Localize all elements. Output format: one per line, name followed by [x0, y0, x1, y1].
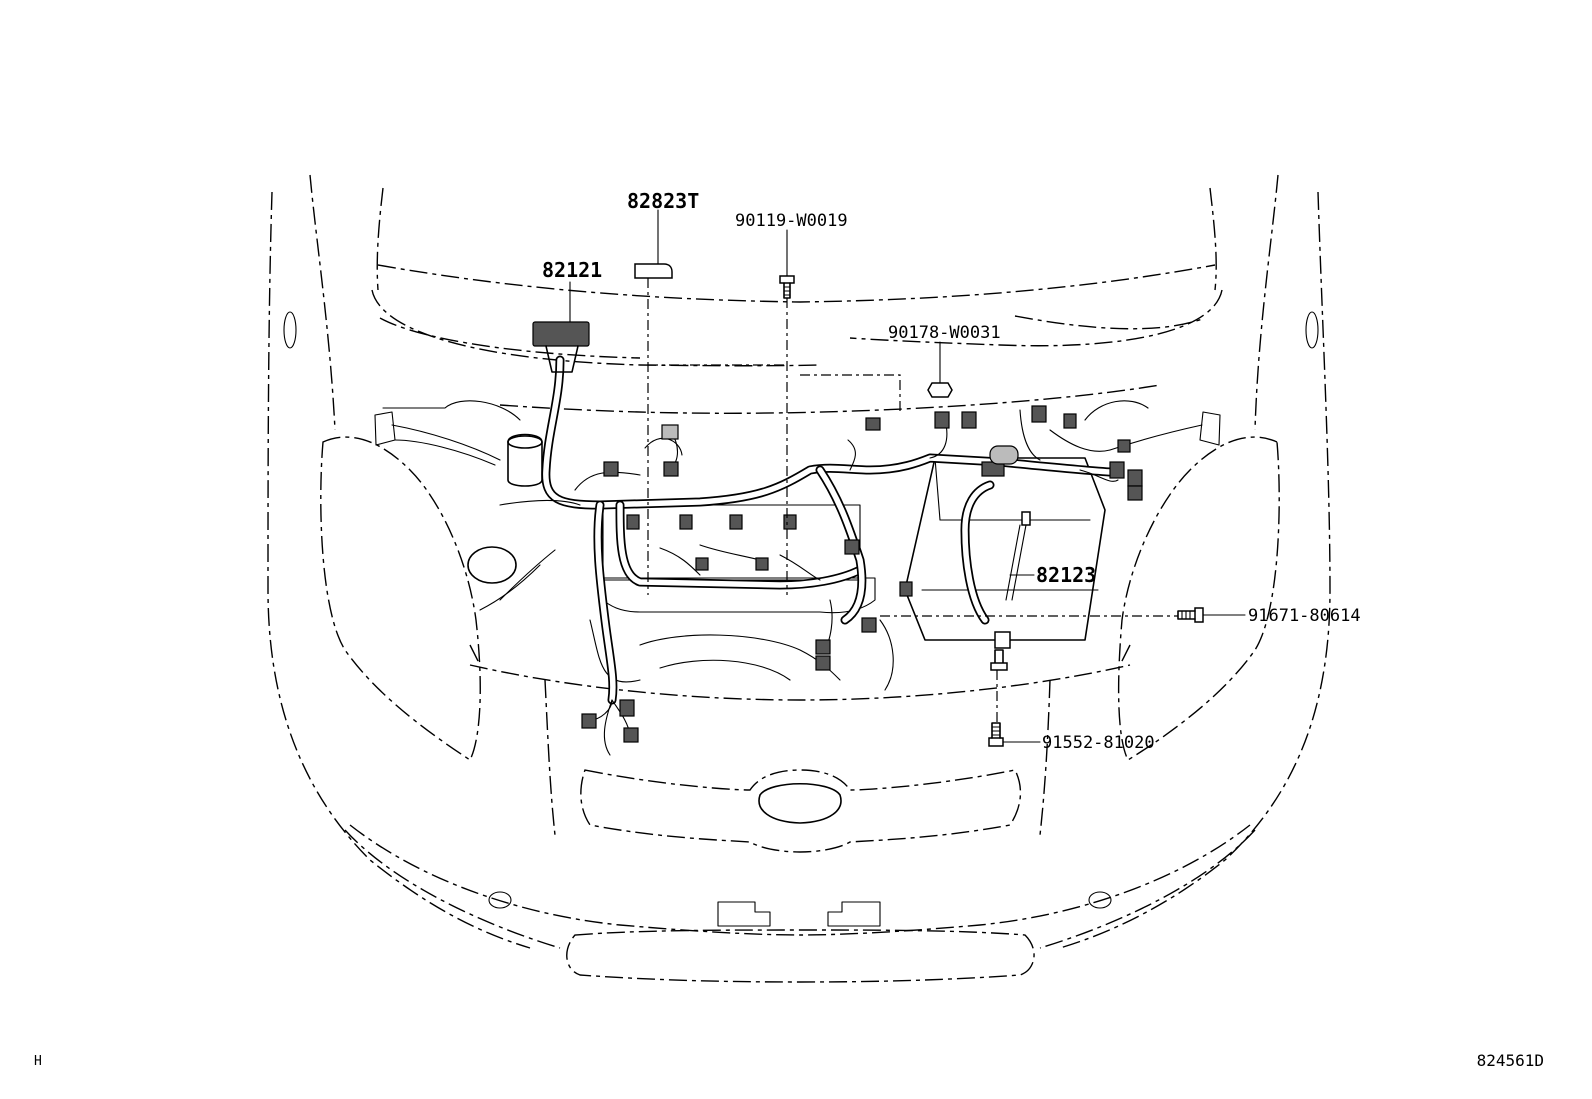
engine-wire-harness	[499, 321, 1143, 756]
part-labels: 82823T 82121 90119-W0019 90178-W0031 821…	[542, 189, 1361, 753]
bolt-90119	[779, 275, 795, 299]
bolt-91552	[988, 722, 1004, 747]
ecu-connector	[532, 321, 590, 347]
label-90178-W0031: 90178-W0031	[888, 323, 1001, 343]
fastener-parts	[634, 263, 1204, 747]
label-91671-80614: 91671-80614	[1248, 606, 1361, 626]
label-82121: 82121	[542, 258, 602, 282]
corner-marker-left: H	[34, 1054, 42, 1069]
illustration-id: 824561D	[1476, 1051, 1544, 1070]
cover-82823T	[634, 263, 673, 279]
label-82823T: 82823T	[627, 189, 699, 213]
leader-lines	[569, 209, 1246, 743]
bolt-91671	[1177, 607, 1204, 623]
label-91552-81020: 91552-81020	[1042, 733, 1155, 753]
car-body-outline	[267, 174, 1331, 983]
nut-90178	[927, 382, 953, 398]
label-90119-W0019: 90119-W0019	[735, 211, 848, 231]
label-82123: 82123	[1036, 563, 1096, 587]
